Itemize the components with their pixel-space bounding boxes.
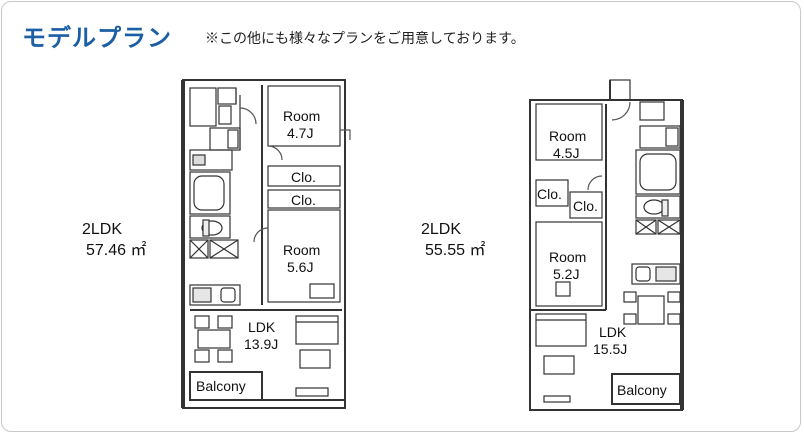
plan-2-area: 55.55 ㎡ [425,242,486,259]
plan-1-labels: Room 4.7J Clo. Clo. Room 5.6J LDK 13.9J … [196,108,320,394]
plan-2-ldk-label: LDK [599,324,627,340]
plan-1-type: 2LDK [82,221,123,238]
plan-2-room1-size: 4.5J [553,145,579,161]
page-title: モデルプラン [22,25,172,52]
plan-1-area: 57.46 ㎡ [86,242,147,259]
plan-1-ldk-size: 13.9J [244,336,278,352]
plan-2-ldk-size: 15.5J [593,341,627,357]
plan-1-room2-size: 5.6J [287,259,313,275]
floor-plan-2 [529,79,684,411]
plan-2-clo1-label: Clo. [537,186,562,202]
plan-2-labels: Room 4.5J Clo. Clo. Room 5.2J LDK 15.5J … [537,128,667,398]
plan-1-room2-label: Room [283,242,320,258]
plan-1-ldk-label: LDK [248,319,276,335]
plan-note: ※この他にも様々なプランをご用意しております。 [205,30,525,46]
plan-2-type: 2LDK [421,221,462,238]
plan-2-balcony-label: Balcony [617,382,667,398]
plan-2-spec: 2LDK 55.55 ㎡ [421,219,486,261]
plan-1-spec: 2LDK 57.46 ㎡ [82,219,147,261]
floor-plan-1 [181,79,351,409]
plan-2-room2-label: Room [549,249,586,265]
plan-2-room2-size: 5.2J [553,266,579,282]
plan-1-clo1-label: Clo. [291,169,316,185]
plan-2-clo2-label: Clo. [573,198,598,214]
plan-1-room1-size: 4.7J [287,125,313,141]
plan-1-balcony-label: Balcony [196,378,246,394]
plan-1-clo2-label: Clo. [291,192,316,208]
plan-1-room1-label: Room [283,108,320,124]
plan-2-room1-label: Room [549,128,586,144]
